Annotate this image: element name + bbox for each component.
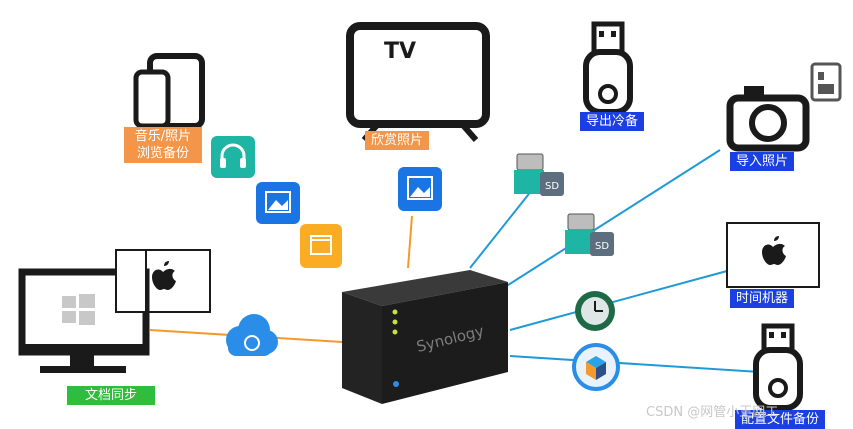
- windows-monitor-icon: [18, 249, 150, 373]
- svg-text:SD: SD: [545, 181, 559, 192]
- time-machine-icon: [575, 291, 615, 331]
- label-config-backup: 配置文件备份: [735, 410, 826, 429]
- camera-icon: [726, 62, 842, 152]
- connection-lines: [149, 149, 761, 373]
- usb-drive-bottom-icon: [753, 323, 803, 411]
- sd-card-icon: SD: [514, 153, 564, 196]
- line-export: [469, 189, 533, 269]
- label-export-cold: 导出冷备: [580, 112, 645, 131]
- watermark: CSDN @网管小王网工: [646, 405, 779, 420]
- sd-card-icon-2: SD: [565, 213, 614, 256]
- phone-tablet-icon: [133, 53, 205, 129]
- photo-icon: [256, 182, 300, 224]
- tv-icon: [346, 22, 490, 142]
- usb-drive-icon: [583, 21, 633, 115]
- folder-icon: [300, 224, 342, 268]
- headphones-icon: [211, 136, 255, 178]
- nas-device: Synology: [342, 270, 508, 404]
- label-media-backup: 音乐/照片 浏览备份: [124, 127, 202, 163]
- svg-text:SD: SD: [595, 241, 609, 252]
- label-doc-sync: 文档同步: [67, 386, 155, 405]
- laptop-timemachine-icon: [726, 222, 820, 288]
- line-import: [504, 149, 721, 288]
- label-view-photos: 欣赏照片: [365, 131, 430, 150]
- config-backup-icon: [572, 343, 620, 391]
- photo-icon-tv: [398, 167, 442, 211]
- line-time-machine: [509, 270, 728, 331]
- line-config: [509, 355, 761, 373]
- tv-text: TV: [384, 39, 416, 64]
- cloud-sync-icon: [226, 314, 278, 356]
- label-import-photos: 导入照片: [730, 152, 795, 171]
- label-time-machine: 时间机器: [730, 289, 795, 308]
- line-tv: [407, 215, 413, 269]
